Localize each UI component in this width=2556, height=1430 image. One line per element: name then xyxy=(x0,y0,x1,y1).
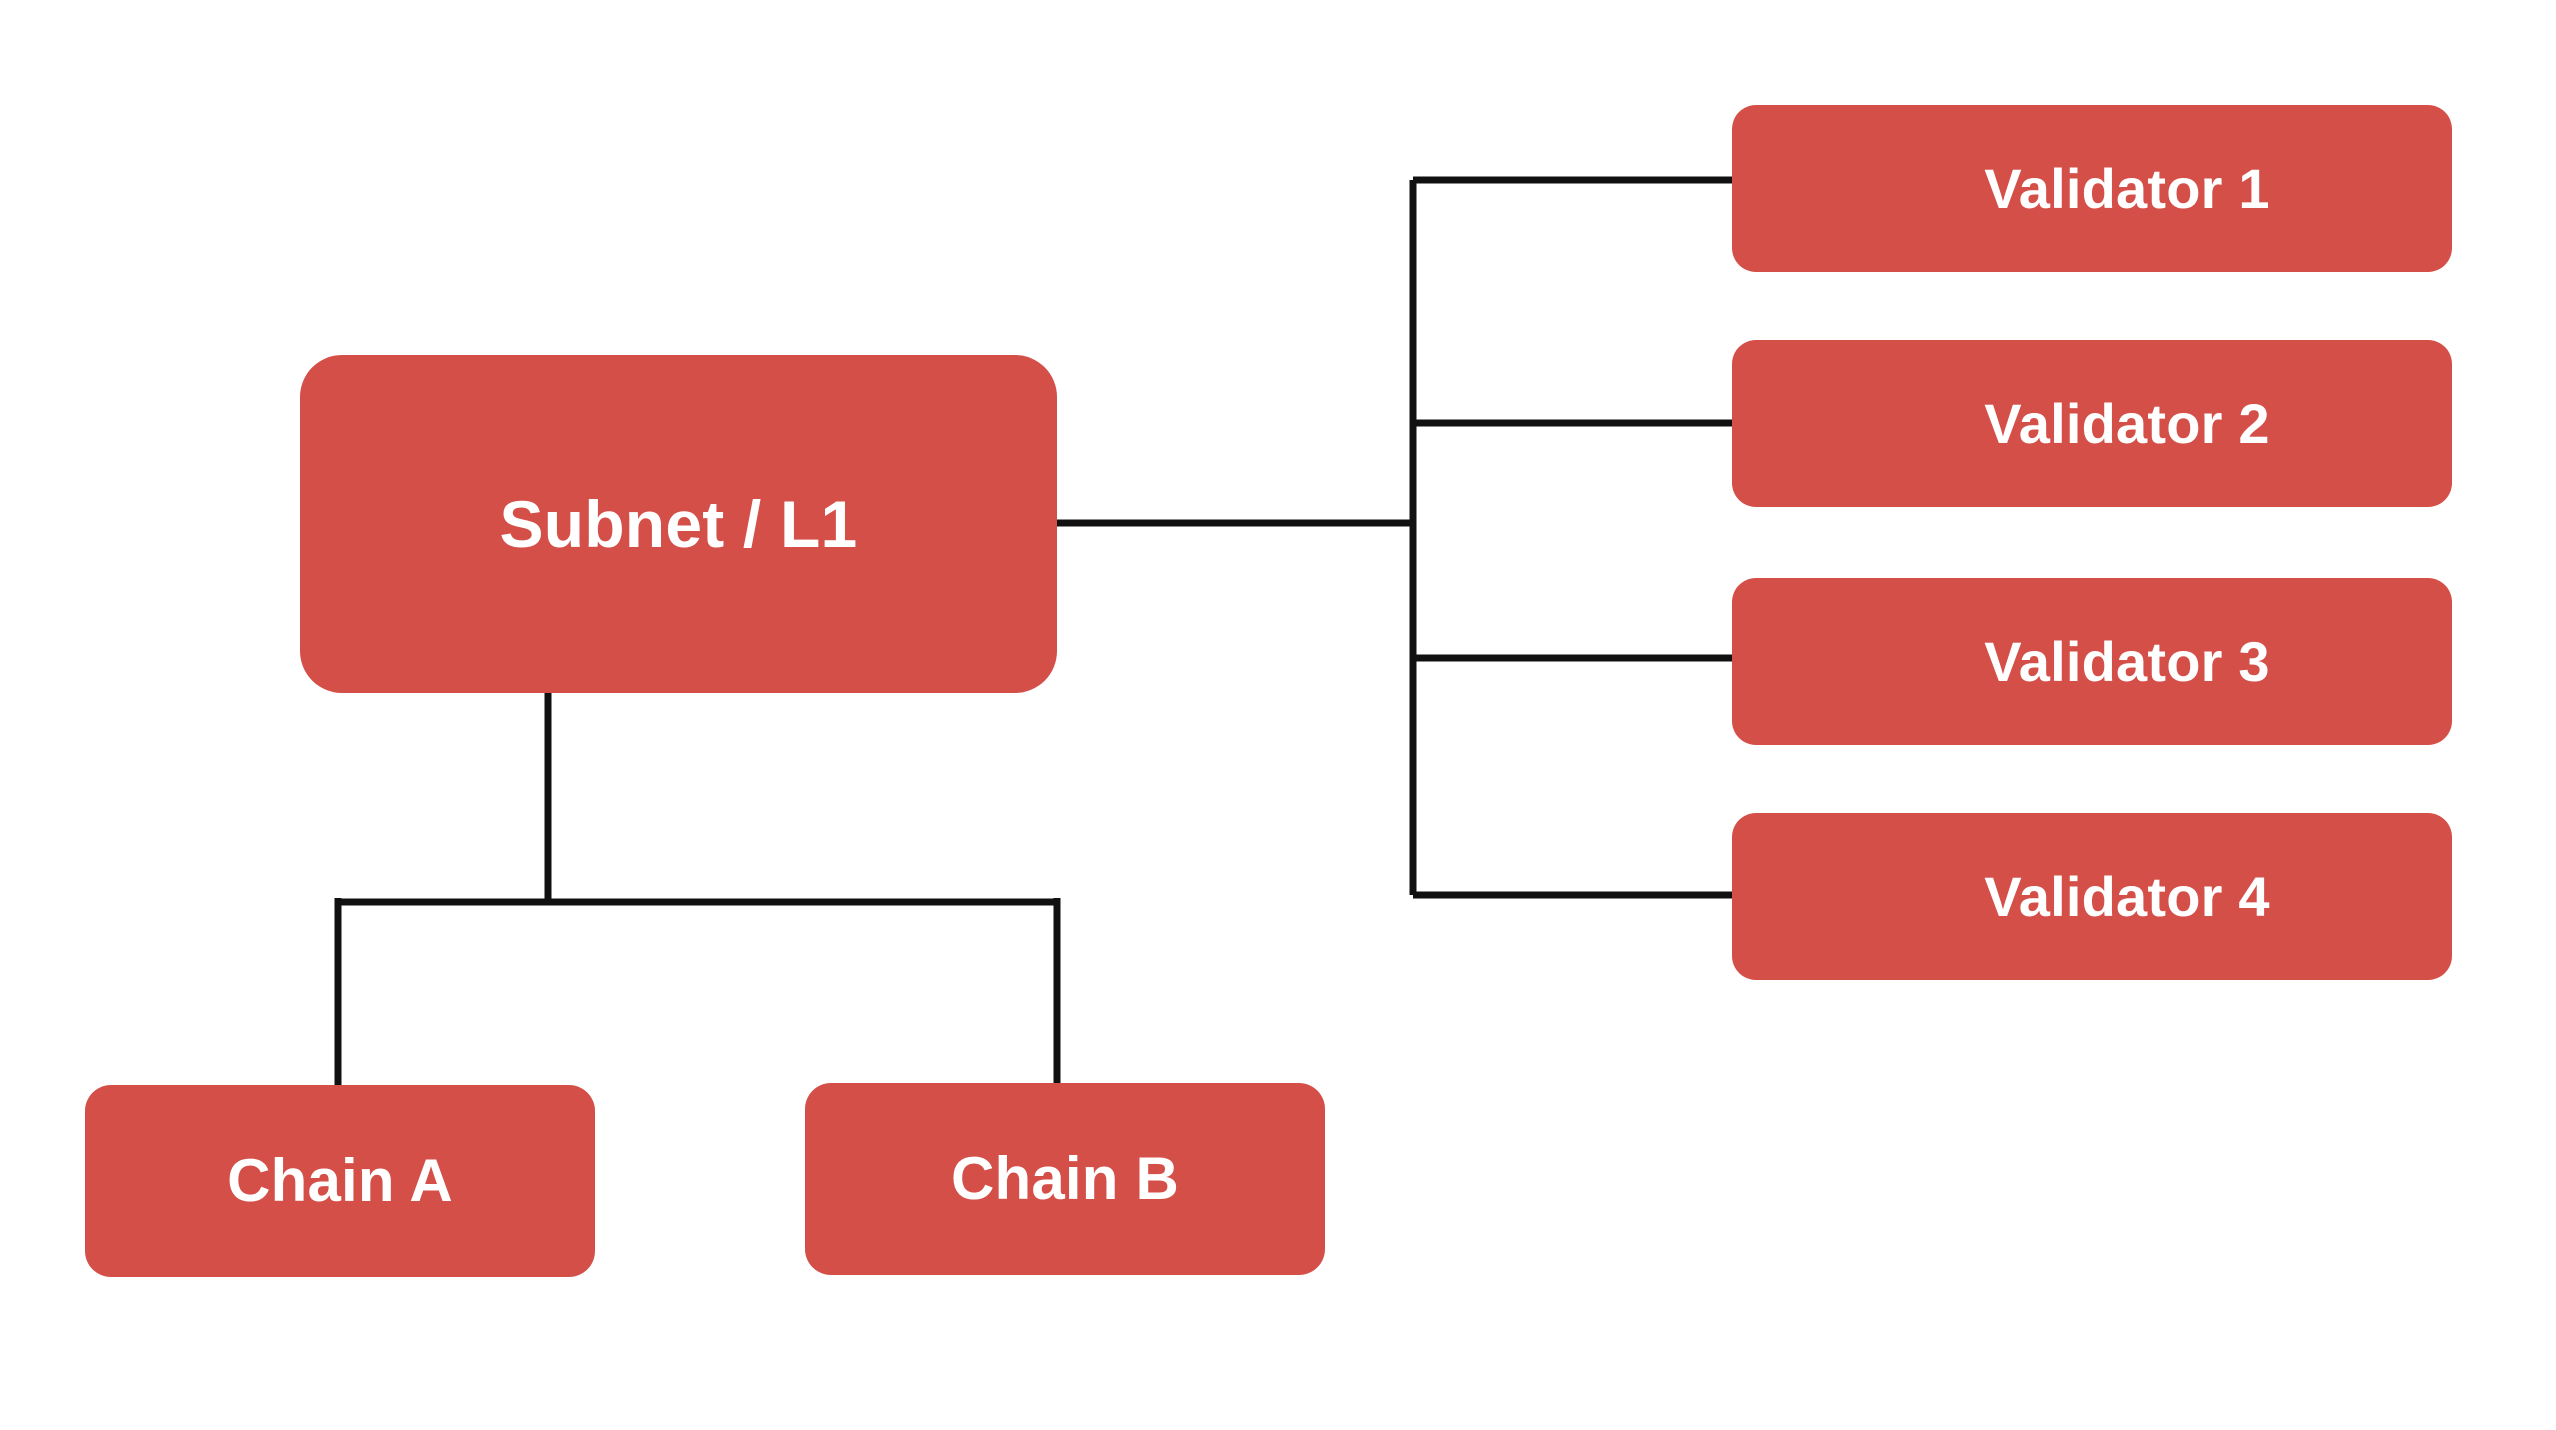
node-subnet-l1[interactable]: Subnet / L1 xyxy=(300,355,1057,693)
node-validator-3[interactable]: Validator 3 xyxy=(1732,578,2452,745)
node-label-chain-a: Chain A xyxy=(227,1147,453,1214)
node-validator-4[interactable]: Validator 4 xyxy=(1732,813,2452,980)
node-label-validator-2: Validator 2 xyxy=(1984,391,2270,455)
node-label-validator-4: Validator 4 xyxy=(1984,864,2270,928)
node-label-subnet-l1: Subnet / L1 xyxy=(499,487,858,561)
node-label-validator-3: Validator 3 xyxy=(1984,629,2270,693)
node-chain-a[interactable]: Chain A xyxy=(85,1085,595,1277)
node-chain-b[interactable]: Chain B xyxy=(805,1083,1325,1275)
node-label-validator-1: Validator 1 xyxy=(1984,156,2270,220)
node-validator-1[interactable]: Validator 1 xyxy=(1732,105,2452,272)
node-validator-2[interactable]: Validator 2 xyxy=(1732,340,2452,507)
node-label-chain-b: Chain B xyxy=(950,1145,1180,1212)
